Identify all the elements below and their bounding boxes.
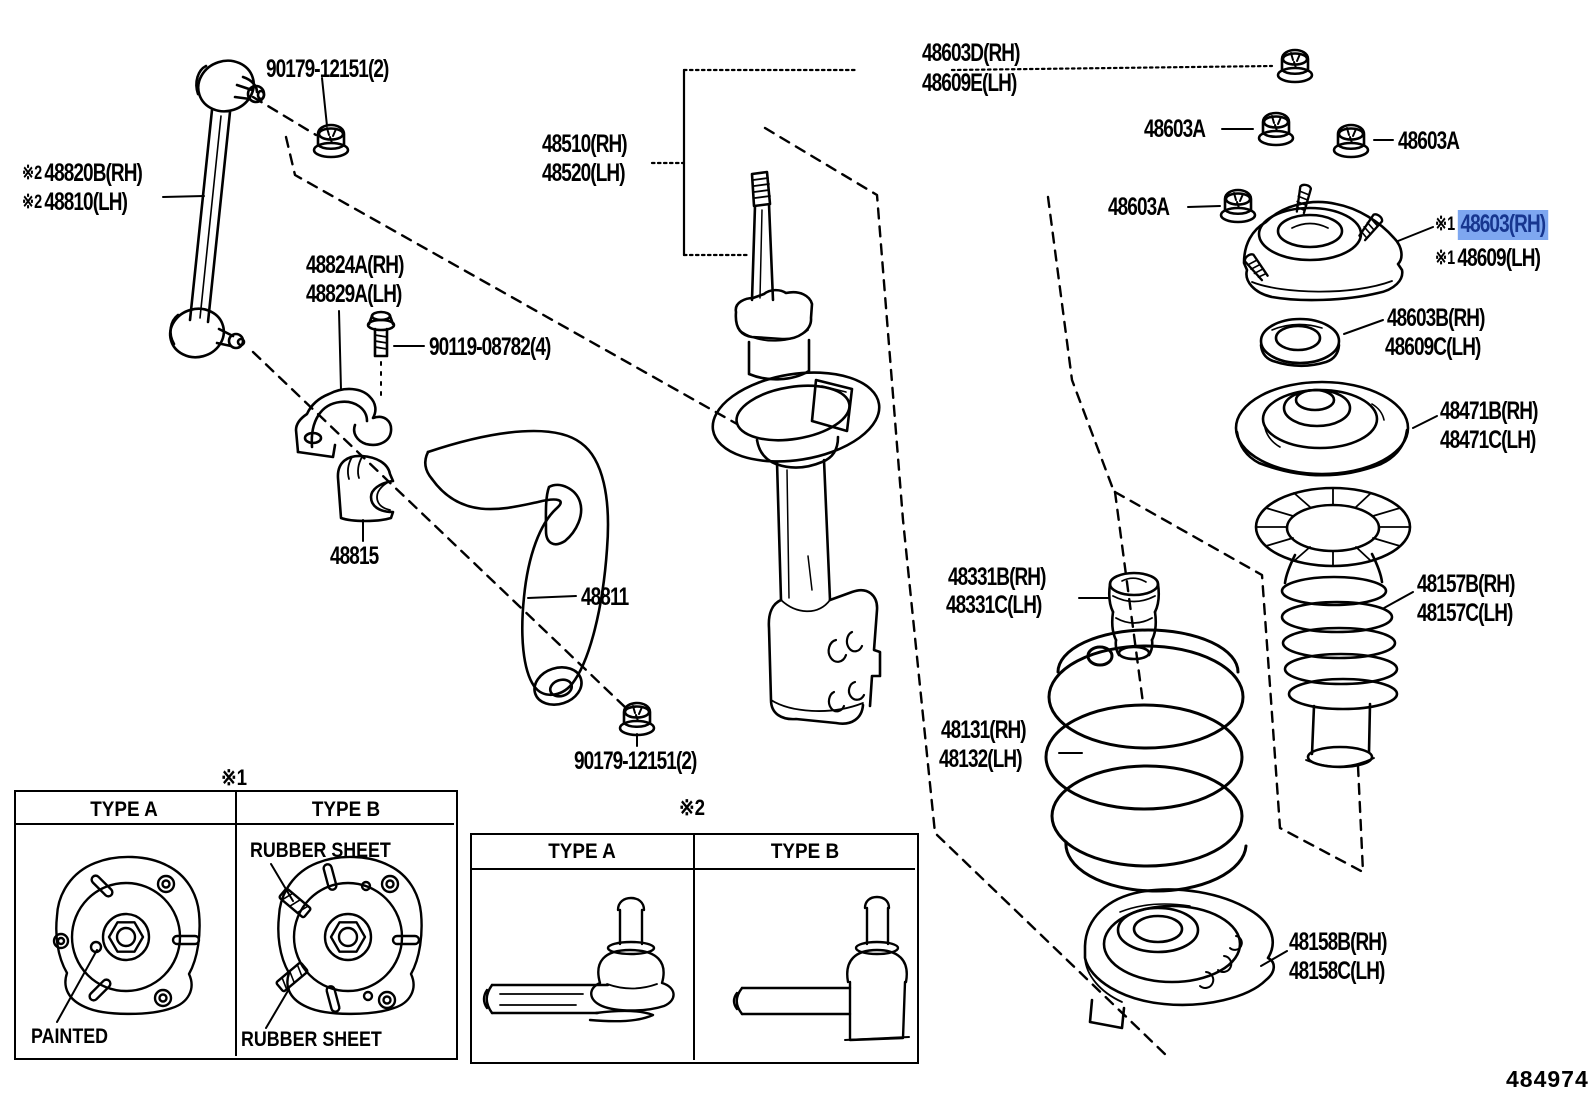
bar-bracket-drawing	[294, 387, 393, 459]
stabilizer-link-drawing	[168, 59, 266, 359]
note2-col-type-b: TYPE B	[770, 840, 840, 863]
label-bump-stop-lh[interactable]: 48331C(LH)	[946, 591, 1042, 619]
nut-48603A-1	[1257, 111, 1295, 147]
label-boot-lh[interactable]: 48157C(LH)	[1417, 599, 1513, 627]
ref-mark: ※1	[1435, 248, 1456, 269]
note1-col-type-b: TYPE B	[311, 798, 381, 821]
label-support-nut-lh[interactable]: 48609E(LH)	[922, 69, 1017, 97]
note2-header-line	[470, 868, 915, 870]
label-stab-link-rh[interactable]: ※248820B(RH)	[22, 159, 143, 187]
note1-ref-mark: ※1	[221, 765, 248, 790]
nut-90179-top	[312, 123, 350, 159]
page-code: 484974	[1506, 1066, 1588, 1092]
ref-mark: ※1	[1435, 214, 1456, 235]
leader-lines	[162, 77, 1438, 967]
label-coil-spring-rh[interactable]: 48131(RH)	[941, 716, 1027, 744]
label-bar-nut-bottom[interactable]: 90179-12151(2)	[574, 747, 697, 775]
strut-label-bracket	[650, 64, 1274, 257]
bearing-drawing	[1259, 317, 1341, 368]
label-coil-spring-lh[interactable]: 48132(LH)	[939, 745, 1023, 773]
label-upper-seat-rh[interactable]: 48471B(RH)	[1440, 397, 1538, 425]
label-bearing-rh[interactable]: 48603B(RH)	[1387, 304, 1485, 332]
rubber-sheet-label-bottom: RUBBER SHEET	[241, 1028, 382, 1051]
note1-type-a-drawing	[52, 855, 201, 1023]
note1-divider	[235, 790, 237, 1056]
part-number[interactable]: 48810(LH)	[44, 188, 128, 216]
label-lower-seat-rh[interactable]: 48158B(RH)	[1289, 928, 1387, 956]
nut-48603D	[1276, 48, 1314, 84]
note1-col-type-a: TYPE A	[90, 798, 158, 821]
note1-type-b-drawing	[265, 855, 423, 1029]
label-support-nut-rh[interactable]: 48603D(RH)	[922, 39, 1020, 67]
label-support-nut-a2[interactable]: 48603A	[1398, 127, 1460, 155]
nut-90179-bottom	[618, 701, 656, 737]
support-drawing	[1242, 182, 1404, 302]
note1-header-line	[14, 823, 454, 825]
note2-col-type-a: TYPE A	[548, 840, 616, 863]
part-number[interactable]: 48609(LH)	[1457, 244, 1541, 272]
nut-48603A-3	[1219, 188, 1257, 224]
label-nut-link-top[interactable]: 90179-12151(2)	[266, 55, 389, 83]
label-support-nut-a1[interactable]: 48603A	[1144, 115, 1206, 143]
ref-mark: ※2	[22, 192, 43, 213]
note2-divider	[693, 833, 695, 1060]
rubber-sheet-label-top: RUBBER SHEET	[250, 839, 391, 862]
strut-drawing	[711, 170, 882, 725]
part-number-highlighted[interactable]: 48603(RH)	[1457, 210, 1549, 240]
label-bar-bushing[interactable]: 48815	[330, 542, 379, 570]
label-stab-bar[interactable]: 48811	[581, 583, 629, 611]
label-support-lh[interactable]: ※148609(LH)	[1435, 244, 1541, 272]
note2-ref-mark: ※2	[679, 795, 706, 820]
part-number[interactable]: 48820B(RH)	[44, 159, 142, 187]
label-bar-bracket-lh[interactable]: 48829A(LH)	[306, 280, 402, 308]
label-lower-seat-lh[interactable]: 48158C(LH)	[1289, 957, 1385, 985]
boot-drawing	[1254, 486, 1412, 769]
label-bearing-lh[interactable]: 48609C(LH)	[1385, 333, 1481, 361]
bar-bushing-drawing	[336, 454, 395, 523]
label-bar-bracket-rh[interactable]: 48824A(RH)	[306, 251, 404, 279]
label-strut-lh[interactable]: 48520(LH)	[542, 159, 626, 187]
note2-type-a-drawing	[482, 896, 675, 1023]
label-bracket-bolt[interactable]: 90119-08782(4)	[429, 333, 551, 361]
label-boot-rh[interactable]: 48157B(RH)	[1417, 570, 1515, 598]
nut-48603A-2	[1332, 123, 1370, 159]
lower-seat-drawing	[1083, 888, 1276, 1030]
stabilizer-bar-drawing	[423, 429, 610, 706]
bolt-90119-drawing	[366, 310, 396, 399]
label-upper-seat-lh[interactable]: 48471C(LH)	[1440, 426, 1536, 454]
painted-label: PAINTED	[31, 1025, 109, 1048]
upper-seat-drawing	[1234, 380, 1410, 477]
label-support-nut-a3[interactable]: 48603A	[1108, 193, 1170, 221]
label-strut-rh[interactable]: 48510(RH)	[542, 130, 628, 158]
note2-type-b-drawing	[732, 895, 910, 1042]
label-bump-stop-rh[interactable]: 48331B(RH)	[948, 563, 1046, 591]
label-stab-link-lh[interactable]: ※248810(LH)	[22, 188, 128, 216]
coil-spring-drawing	[1044, 628, 1248, 893]
ref-mark: ※2	[22, 163, 43, 184]
assembly-dashed-lines	[251, 95, 1365, 1059]
